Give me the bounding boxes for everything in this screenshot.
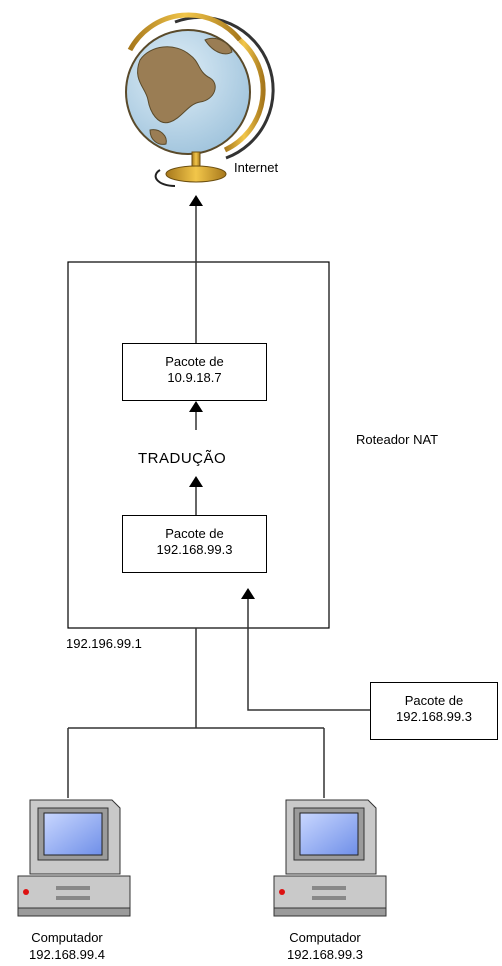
globe-icon: [125, 12, 275, 187]
arrow-to-translation: [189, 476, 203, 487]
arrow-into-router: [241, 588, 255, 599]
computer-ip: 192.168.99.3: [287, 947, 363, 962]
internet-label: Internet: [234, 160, 279, 175]
computer-label: Computador: [31, 930, 103, 945]
packet-in-line1: Pacote de: [165, 526, 224, 541]
packet-out-box: Pacote de 10.9.18.7: [122, 343, 267, 401]
arrow-to-packet-out: [189, 401, 203, 412]
router-label: Roteador NAT: [356, 432, 439, 447]
packet-out-line1: Pacote de: [165, 354, 224, 369]
router-box: [67, 261, 330, 629]
packet-external-box: Pacote de 192.168.99.3: [370, 682, 498, 740]
packet-in-line2: 192.168.99.3: [156, 542, 233, 557]
packet-out-line2: 10.9.18.7: [167, 370, 222, 385]
router-ip-label: 192.196.99.1: [66, 636, 142, 651]
computer-ip: 192.168.99.4: [29, 947, 105, 962]
packet-in-box: Pacote de 192.168.99.3: [122, 515, 267, 573]
arrow-to-internet: [189, 195, 203, 206]
computer-icon: [17, 799, 131, 917]
computer-label: Computador: [289, 930, 361, 945]
packet-external-line2: 192.168.99.3: [396, 709, 472, 724]
computer-icon: [273, 799, 387, 917]
packet-external-line1: Pacote de: [404, 693, 464, 708]
translation-label: TRADUÇÃO: [138, 450, 227, 467]
